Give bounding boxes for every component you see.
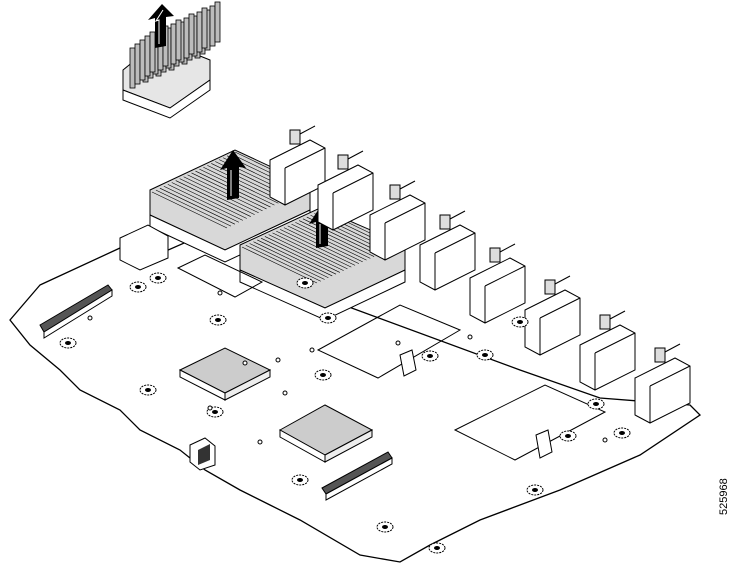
port-modules: [269, 125, 691, 424]
thermal-pad-area: [453, 384, 607, 461]
board-clip: [189, 437, 216, 471]
chip-1: [178, 347, 272, 401]
chip-2: [278, 404, 374, 463]
board-bracket: [119, 224, 169, 271]
figure-number: 525968: [718, 478, 730, 515]
connector-slot: [321, 451, 393, 501]
small-heatsink: [122, 1, 221, 119]
up-arrow-icon: [220, 150, 246, 200]
connector-slot: [39, 284, 113, 339]
up-arrow-icon: [148, 4, 174, 48]
thermal-pad-area: [316, 304, 462, 379]
thermal-pad-area: [176, 254, 264, 298]
board-header: [399, 349, 553, 459]
mounting-holes: [59, 272, 631, 554]
